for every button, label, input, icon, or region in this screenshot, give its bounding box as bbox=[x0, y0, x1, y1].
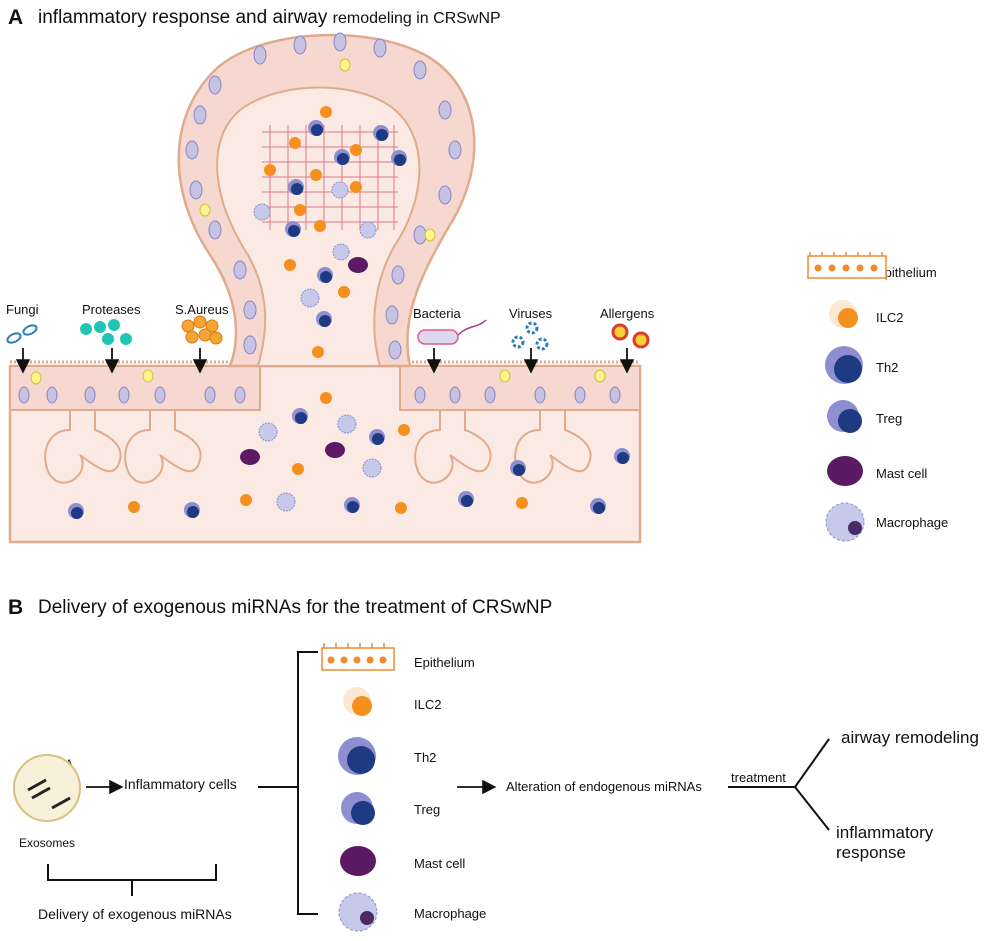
fungi-icon bbox=[6, 324, 38, 344]
panel-b-letter: B bbox=[8, 596, 24, 619]
legend-ilc2-icon bbox=[829, 300, 858, 328]
b-treg-icon bbox=[341, 792, 375, 825]
stimulus-allergens-label: Allergens bbox=[600, 306, 655, 321]
alteration-label: Alteration of endogenous miRNAs bbox=[506, 779, 702, 794]
b-cell-macrophage-label: Macrophage bbox=[414, 906, 487, 921]
stimulus-viruses-label: Viruses bbox=[509, 306, 553, 321]
stimulus-proteases-label: Proteases bbox=[82, 302, 141, 317]
bacteria-icon bbox=[417, 319, 487, 345]
b-cell-treg-label: Treg bbox=[414, 802, 441, 817]
branch-airway bbox=[794, 738, 830, 788]
tissue-ilc2-cells bbox=[128, 106, 528, 514]
panel-b-title: Delivery of exogenous miRNAs for the tre… bbox=[38, 597, 553, 618]
epithelial-nuclei bbox=[18, 32, 621, 404]
legend-mast-icon bbox=[827, 456, 863, 486]
tissue-macrophages bbox=[253, 181, 382, 512]
treatment-label: treatment bbox=[731, 770, 786, 785]
cells-bracket bbox=[297, 651, 318, 915]
tissue-mast-cells bbox=[240, 257, 368, 465]
legend-mast-label: Mast cell bbox=[876, 466, 928, 481]
legend-th2-icon bbox=[825, 346, 863, 384]
legend-treg-icon bbox=[827, 400, 862, 433]
legend-epithelium-icon bbox=[807, 252, 887, 279]
outcome-2-line1: inflammatory bbox=[836, 823, 934, 842]
delivery-label: Delivery of exogenous miRNAs bbox=[38, 906, 232, 922]
branch-inflammatory bbox=[794, 786, 830, 831]
submucosal-glands bbox=[44, 410, 592, 484]
saureus-icon bbox=[181, 315, 223, 345]
panel-a-title: inflammatory response and airway remodel… bbox=[38, 7, 501, 29]
goblet-cells bbox=[30, 58, 606, 385]
legend-epithelium-label: Epithelium bbox=[876, 265, 937, 280]
b-ilc2-icon bbox=[343, 687, 372, 716]
epithelium-strip-left bbox=[9, 365, 261, 411]
legend-ilc2-label: ILC2 bbox=[876, 310, 904, 325]
b-th2-icon bbox=[338, 737, 376, 775]
viruses-icon bbox=[511, 321, 549, 351]
b-cell-mast-label: Mast cell bbox=[414, 856, 466, 871]
b-macrophage-icon bbox=[338, 892, 378, 932]
allergens-icon bbox=[611, 323, 650, 349]
inflammatory-cells-label: Inflammatory cells bbox=[124, 776, 237, 792]
proteases-icon bbox=[80, 319, 132, 345]
b-cell-epithelium-label: Epithelium bbox=[414, 655, 475, 670]
stimulus-saureus-label: S.Aureus bbox=[175, 302, 229, 317]
stimulus-arrows bbox=[15, 348, 635, 374]
exosome-icon bbox=[13, 754, 81, 822]
stimulus-fungi-label: Fungi bbox=[6, 302, 39, 317]
tissue-th2-cells bbox=[68, 120, 630, 519]
stimulus-bacteria-label: Bacteria bbox=[413, 306, 461, 321]
b-cell-th2-label: Th2 bbox=[414, 750, 437, 765]
legend-macrophage-icon bbox=[825, 502, 865, 542]
b-mast-icon bbox=[340, 846, 376, 876]
delivery-bracket bbox=[47, 864, 217, 896]
ecm-network bbox=[262, 125, 398, 230]
panel-a-letter: A bbox=[8, 6, 24, 29]
exosomes-label: Exosomes bbox=[19, 836, 76, 850]
outcome-2-line2: response bbox=[836, 843, 906, 862]
legend-th2-label: Th2 bbox=[876, 360, 899, 375]
legend-treg-label: Treg bbox=[876, 411, 903, 426]
panel-a-title-main: inflammatory response and airway bbox=[38, 7, 328, 28]
outcome-inflammatory-response: inflammatory response bbox=[836, 823, 933, 863]
b-epithelium-icon bbox=[321, 643, 395, 671]
b-cell-ilc2-label: ILC2 bbox=[414, 697, 442, 712]
outcome-airway-remodeling: airway remodeling bbox=[841, 728, 979, 747]
legend-macrophage-label: Macrophage bbox=[876, 515, 949, 530]
panel-a-title-small: remodeling in CRSwNP bbox=[332, 10, 501, 27]
